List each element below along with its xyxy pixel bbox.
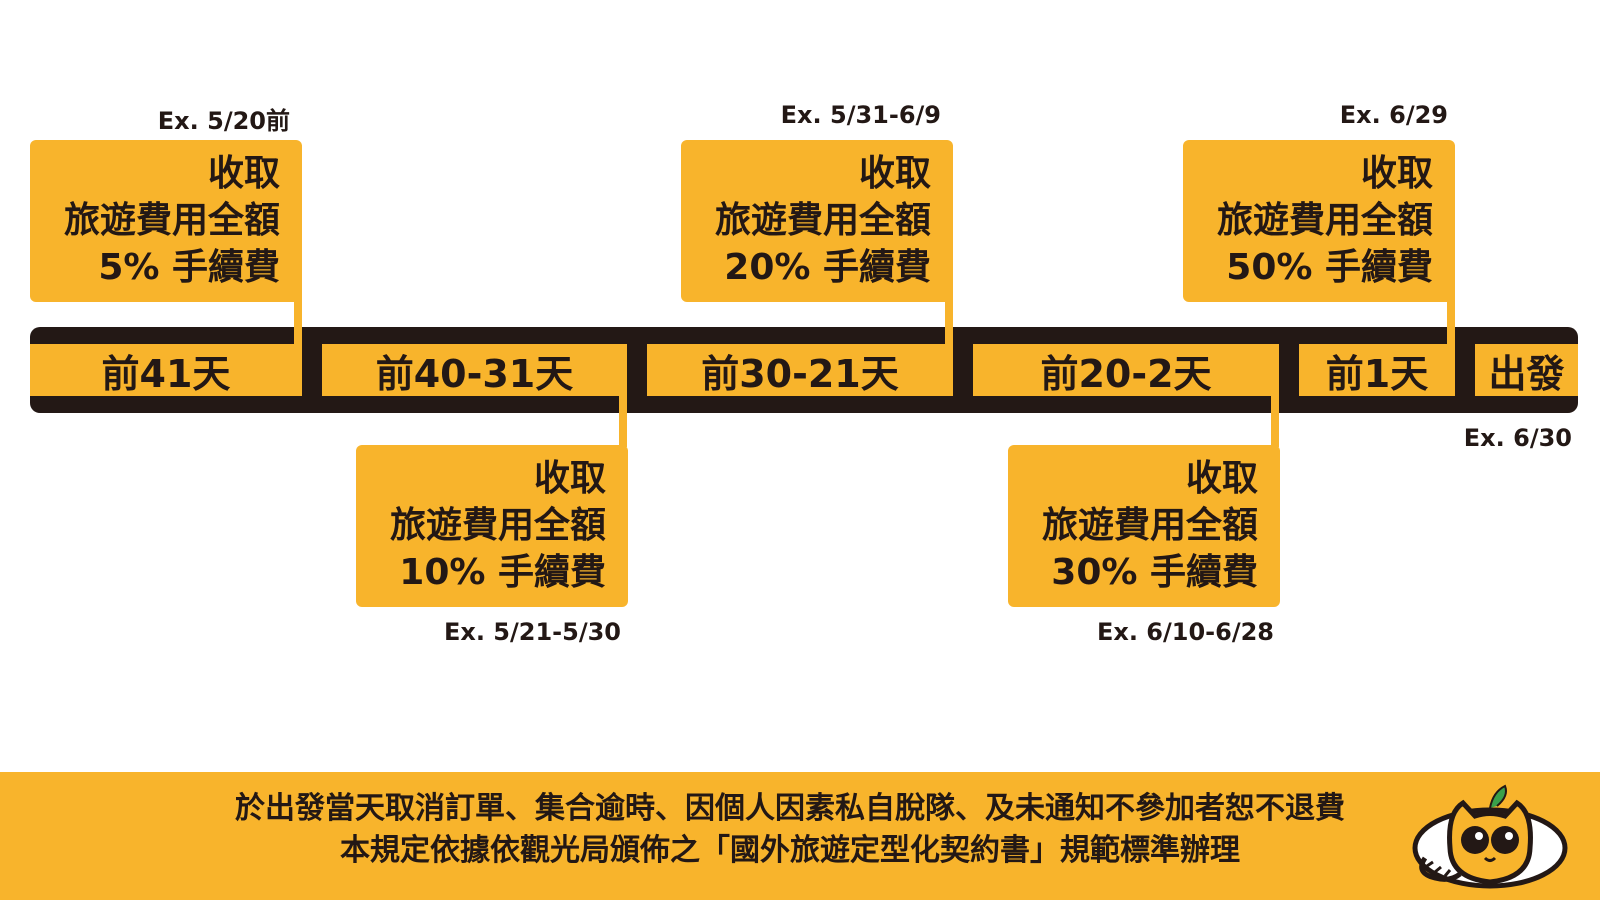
- footer-band: [0, 772, 1600, 900]
- example-date-2: Ex. 5/31-6/9: [780, 101, 941, 129]
- timeline-segment-30-21: 前30-21天: [647, 344, 953, 396]
- timeline-segment-40-31: 前40-31天: [322, 344, 627, 396]
- fee-box-0-line1: 收取: [207, 153, 280, 194]
- fee-box-2-line3: 20% 手續費: [724, 247, 931, 288]
- connector-0: [294, 295, 302, 345]
- fee-box-0-line2: 旅遊費用全額: [63, 200, 280, 241]
- fee-box-3-line2: 旅遊費用全額: [1041, 505, 1258, 546]
- example-date-0: Ex. 5/20前: [157, 107, 290, 135]
- fee-box-3-line3: 30% 手續費: [1051, 552, 1258, 593]
- fee-box-3: 收取 旅遊費用全額 30% 手續費: [1008, 445, 1280, 607]
- fee-box-1: 收取 旅遊費用全額 10% 手續費: [356, 445, 628, 607]
- connector-3: [1271, 395, 1279, 447]
- fee-box-2-line1: 收取: [858, 153, 931, 194]
- fee-box-3-line1: 收取: [1185, 458, 1258, 499]
- footer-note-line2: 本規定依據依觀光局頒佈之「國外旅遊定型化契約書」規範標準辦理: [340, 833, 1240, 868]
- connector-2: [945, 295, 953, 345]
- cat-mascot-icon: [1412, 784, 1568, 889]
- connector-1: [619, 395, 627, 447]
- fee-box-4-line2: 旅遊費用全額: [1216, 200, 1433, 241]
- timeline-segment-41: 前41天: [30, 344, 302, 396]
- fee-box-1-line1: 收取: [533, 458, 606, 499]
- fee-box-2: 收取 旅遊費用全額 20% 手續費: [681, 140, 953, 302]
- footer-note-line1: 於出發當天取消訂單、集合逾時、因個人因素私自脫隊、及未通知不參加者恕不退費: [235, 791, 1345, 826]
- example-date-1: Ex. 5/21-5/30: [443, 618, 621, 646]
- fee-box-4: 收取 旅遊費用全額 50% 手續費: [1183, 140, 1455, 302]
- fee-box-4-line1: 收取: [1360, 153, 1433, 194]
- fee-box-0: 收取 旅遊費用全額 5% 手續費: [30, 140, 302, 302]
- fee-box-2-line2: 旅遊費用全額: [714, 200, 931, 241]
- fee-box-1-line2: 旅遊費用全額: [389, 505, 606, 546]
- connector-4: [1447, 295, 1455, 345]
- fee-box-1-line3: 10% 手續費: [399, 552, 606, 593]
- example-date-departure: Ex. 6/30: [1463, 424, 1572, 452]
- example-date-3: Ex. 6/10-6/28: [1096, 618, 1274, 646]
- timeline-segment-20-2: 前20-2天: [973, 344, 1279, 396]
- example-date-4: Ex. 6/29: [1339, 101, 1448, 129]
- timeline-segment-1: 前1天: [1299, 344, 1455, 396]
- fee-box-4-line3: 50% 手續費: [1226, 247, 1433, 288]
- timeline-segment-departure: 出發: [1475, 344, 1578, 396]
- fee-box-0-line3: 5% 手續費: [98, 247, 280, 288]
